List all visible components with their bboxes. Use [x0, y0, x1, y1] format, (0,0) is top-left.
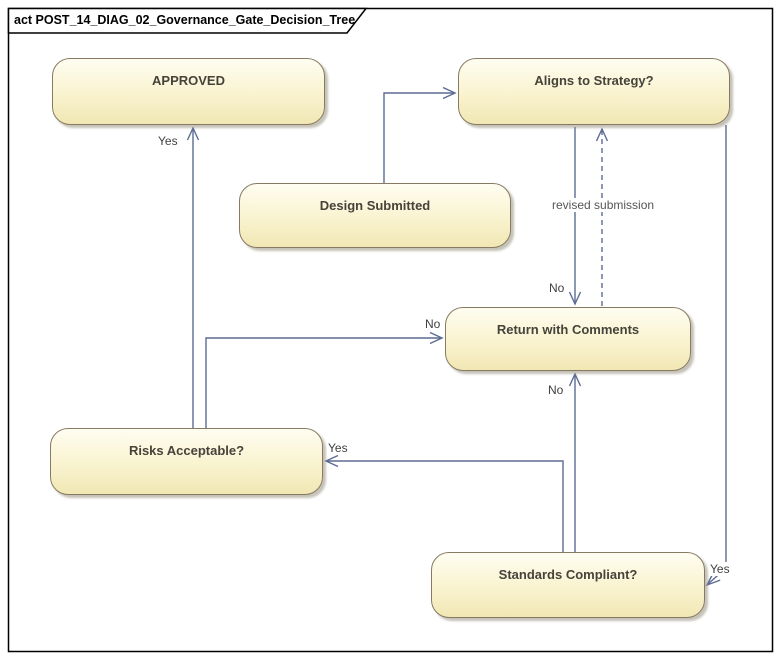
edge-standards-yes-to-risks	[324, 454, 564, 554]
node-label: Return with Comments	[496, 322, 640, 337]
edge-risks-no-to-return	[205, 331, 444, 430]
edge-label-revised-submission: revised submission	[551, 198, 656, 212]
node-standards-compliant[interactable]: Standards Compliant?	[431, 552, 705, 618]
node-label: Risks Acceptable?	[128, 443, 245, 458]
edge-label-risks-yes: Yes	[157, 134, 179, 148]
node-design-submitted[interactable]: Design Submitted	[239, 183, 511, 248]
arrowhead-up-icon	[186, 126, 200, 141]
edge-label-standards-yes: Yes	[327, 441, 349, 455]
node-aligns-to-strategy[interactable]: Aligns to Strategy?	[458, 58, 730, 125]
node-label: Design Submitted	[319, 198, 431, 213]
frame-title-tab	[7, 7, 368, 34]
edge-label-risks-no: No	[424, 317, 442, 331]
edge-aligns-no-to-return	[568, 127, 582, 306]
edge-risks-yes-to-approved	[186, 126, 200, 430]
node-label: APPROVED	[152, 73, 225, 88]
edge-design-to-aligns	[383, 86, 457, 185]
edge-label-aligns-no: No	[548, 281, 566, 295]
edge-label-standards-no: No	[547, 383, 565, 397]
edge-label-aligns-yes: Yes	[709, 562, 731, 576]
frame-title: act POST_14_DIAG_02_Governance_Gate_Deci…	[14, 13, 356, 27]
arrowhead-right-icon	[429, 331, 444, 345]
arrowhead-right-icon	[442, 86, 457, 100]
arrowhead-down-icon	[568, 291, 582, 306]
node-risks-acceptable[interactable]: Risks Acceptable?	[50, 428, 323, 495]
node-return-with-comments[interactable]: Return with Comments	[445, 307, 691, 371]
node-label: Aligns to Strategy?	[534, 73, 654, 88]
arrowhead-up-icon	[568, 372, 582, 387]
node-label: Standards Compliant?	[498, 567, 638, 582]
arrowhead-left-icon	[324, 454, 339, 468]
edge-standards-no-to-return	[568, 372, 582, 554]
arrowhead-up-icon	[595, 127, 609, 142]
node-approved[interactable]: APPROVED	[52, 58, 325, 125]
arrowhead-left-icon	[705, 572, 721, 587]
